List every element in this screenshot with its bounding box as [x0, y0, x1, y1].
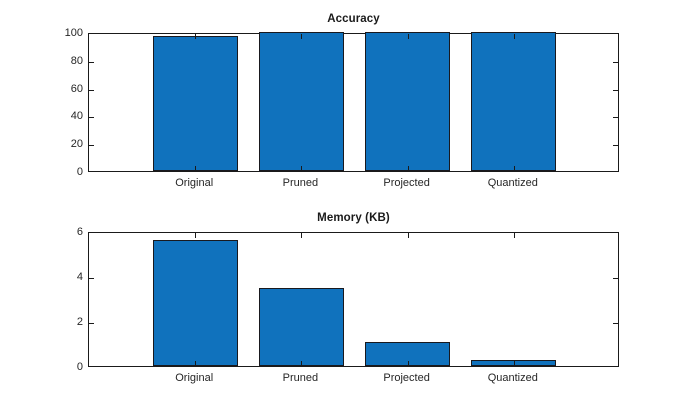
x-tick-mark: [301, 34, 303, 39]
bar-memory-original[interactable]: [152, 240, 238, 366]
chart-title-accuracy: Accuracy: [327, 13, 380, 25]
y-tick-mark: [613, 323, 618, 324]
x-tick-label-accuracy-projected: Projected: [383, 177, 430, 189]
y-tick-label-accuracy: 40: [70, 110, 83, 123]
plot-area-memory: [88, 232, 619, 367]
x-tick-mark: [301, 233, 303, 238]
x-tick-mark: [407, 166, 409, 171]
x-tick-mark: [513, 34, 515, 39]
y-tick-mark: [613, 278, 618, 279]
y-tick-label-accuracy: 100: [64, 27, 83, 39]
bar-memory-quantized[interactable]: [471, 360, 557, 366]
y-tick-mark: [89, 323, 94, 324]
bar-accuracy-original[interactable]: [152, 36, 238, 171]
x-tick-mark: [407, 361, 409, 366]
x-tick-label-accuracy-pruned: Pruned: [282, 177, 319, 189]
x-tick-label-memory-pruned: Pruned: [282, 372, 319, 384]
y-tick-mark: [89, 89, 94, 91]
x-tick-label-memory-projected: Projected: [383, 372, 430, 384]
y-tick-label-memory: 4: [76, 271, 83, 283]
x-tick-mark: [195, 166, 197, 171]
x-tick-mark: [195, 233, 197, 238]
x-tick-label-accuracy-quantized: Quantized: [487, 177, 538, 189]
x-tick-mark: [301, 166, 303, 171]
y-tick-mark: [613, 145, 618, 147]
y-tick-label-memory: 0: [76, 361, 83, 373]
bar-memory-pruned[interactable]: [258, 287, 344, 366]
y-tick-label-memory: 6: [76, 226, 83, 238]
y-tick-label-accuracy: 80: [70, 54, 83, 67]
x-tick-mark: [513, 233, 515, 238]
x-tick-mark: [407, 233, 409, 238]
y-tick-label-memory: 2: [76, 316, 83, 328]
x-tick-mark: [513, 166, 515, 171]
y-tick-label-accuracy: 0: [76, 166, 83, 178]
chart-title-memory: Memory (KB): [317, 212, 390, 224]
x-tick-mark: [195, 34, 197, 39]
y-tick-mark: [89, 145, 94, 147]
y-tick-label-accuracy: 60: [70, 82, 83, 95]
x-tick-label-accuracy-original: Original: [175, 177, 214, 189]
x-tick-mark: [513, 361, 515, 366]
x-tick-mark: [407, 34, 409, 39]
y-tick-mark: [613, 61, 618, 63]
x-tick-mark: [301, 361, 303, 366]
x-tick-label-memory-quantized: Quantized: [487, 372, 538, 384]
y-tick-mark: [613, 89, 618, 91]
y-tick-label-accuracy: 20: [70, 138, 83, 151]
bar-accuracy-quantized[interactable]: [471, 32, 557, 171]
y-tick-mark: [89, 61, 94, 63]
plot-area-accuracy: [88, 32, 619, 172]
y-tick-mark: [89, 278, 94, 279]
bar-accuracy-pruned[interactable]: [258, 32, 344, 171]
y-tick-mark: [613, 117, 618, 119]
y-tick-mark: [89, 117, 94, 119]
bar-memory-projected[interactable]: [365, 342, 451, 366]
x-tick-label-memory-original: Original: [175, 372, 214, 384]
x-tick-mark: [195, 361, 197, 366]
bar-accuracy-projected[interactable]: [365, 32, 451, 171]
